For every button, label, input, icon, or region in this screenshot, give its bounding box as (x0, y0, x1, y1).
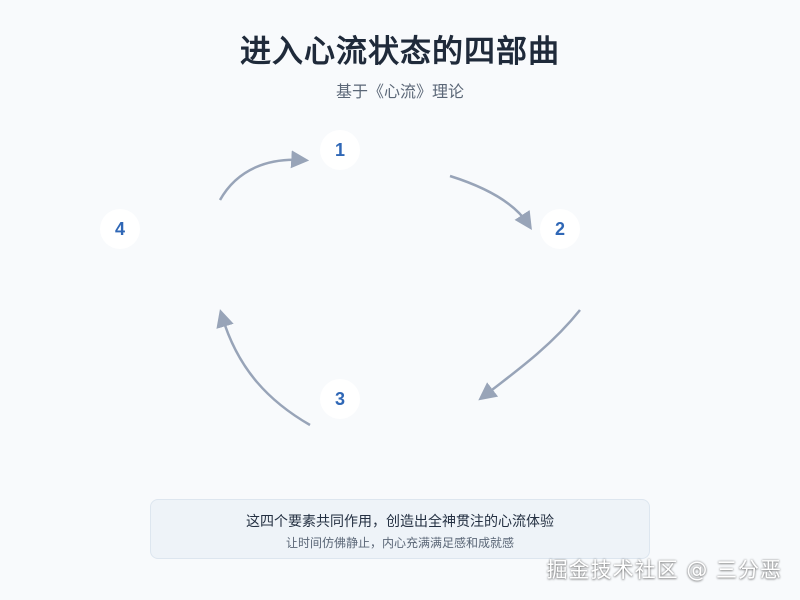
summary-box: 这四个要素共同作用，创造出全神贯注的心流体验 让时间仿佛静止，内心充满满足感和成… (150, 499, 650, 559)
step-1-number: 1 (320, 130, 360, 170)
page-title: 进入心流状态的四部曲 (240, 34, 560, 70)
arrow-1-to-2 (449, 174, 532, 231)
step-2-number: 2 (540, 209, 580, 249)
arrow-3-to-4 (216, 309, 311, 427)
summary-sub-text: 让时间仿佛静止，内心充满满足感和成就感 (285, 536, 514, 550)
step-3-number: 3 (320, 379, 360, 419)
arrow-2-to-3 (478, 309, 581, 401)
page-subtitle: 基于《心流》理论 (335, 82, 464, 101)
summary-main-text: 这四个要素共同作用，创造出全神贯注的心流体验 (246, 514, 554, 530)
watermark: 掘金技术社区 @ 三分恶 (546, 558, 782, 582)
step-4-number: 4 (100, 209, 140, 249)
arrow-4-to-1 (218, 150, 310, 201)
